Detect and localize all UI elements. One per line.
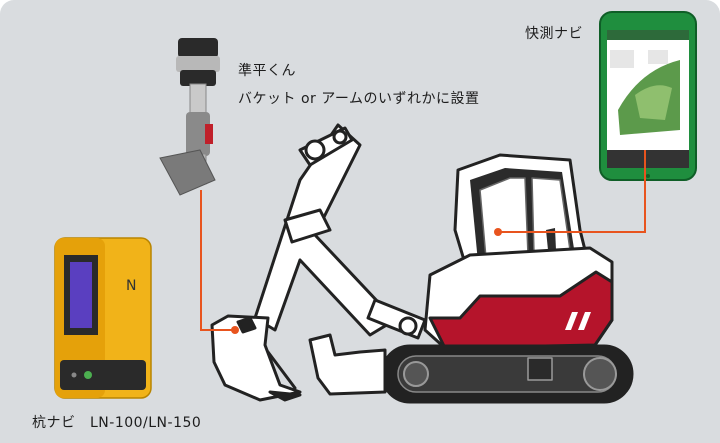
leader-lines <box>200 150 646 334</box>
prism-sensor-icon <box>159 38 220 196</box>
sensor-title-label: 準平くん <box>238 63 296 79</box>
svg-text:N: N <box>126 278 136 294</box>
leader-line-tablet <box>498 150 646 233</box>
leader-dot-sensor <box>231 326 239 334</box>
leader-line-sensor <box>200 190 235 331</box>
leader-dot-tablet <box>494 228 502 236</box>
tablet-device-icon <box>599 11 697 181</box>
survey-station-icon: N <box>54 237 152 399</box>
sensor-description-label: バケット or アームのいずれかに設置 <box>238 91 480 107</box>
navi-app-label: 快測ナビ <box>525 26 583 42</box>
excavator-illustration <box>210 123 634 404</box>
station-label: 杭ナビ LN-100/LN-150 <box>32 415 202 431</box>
